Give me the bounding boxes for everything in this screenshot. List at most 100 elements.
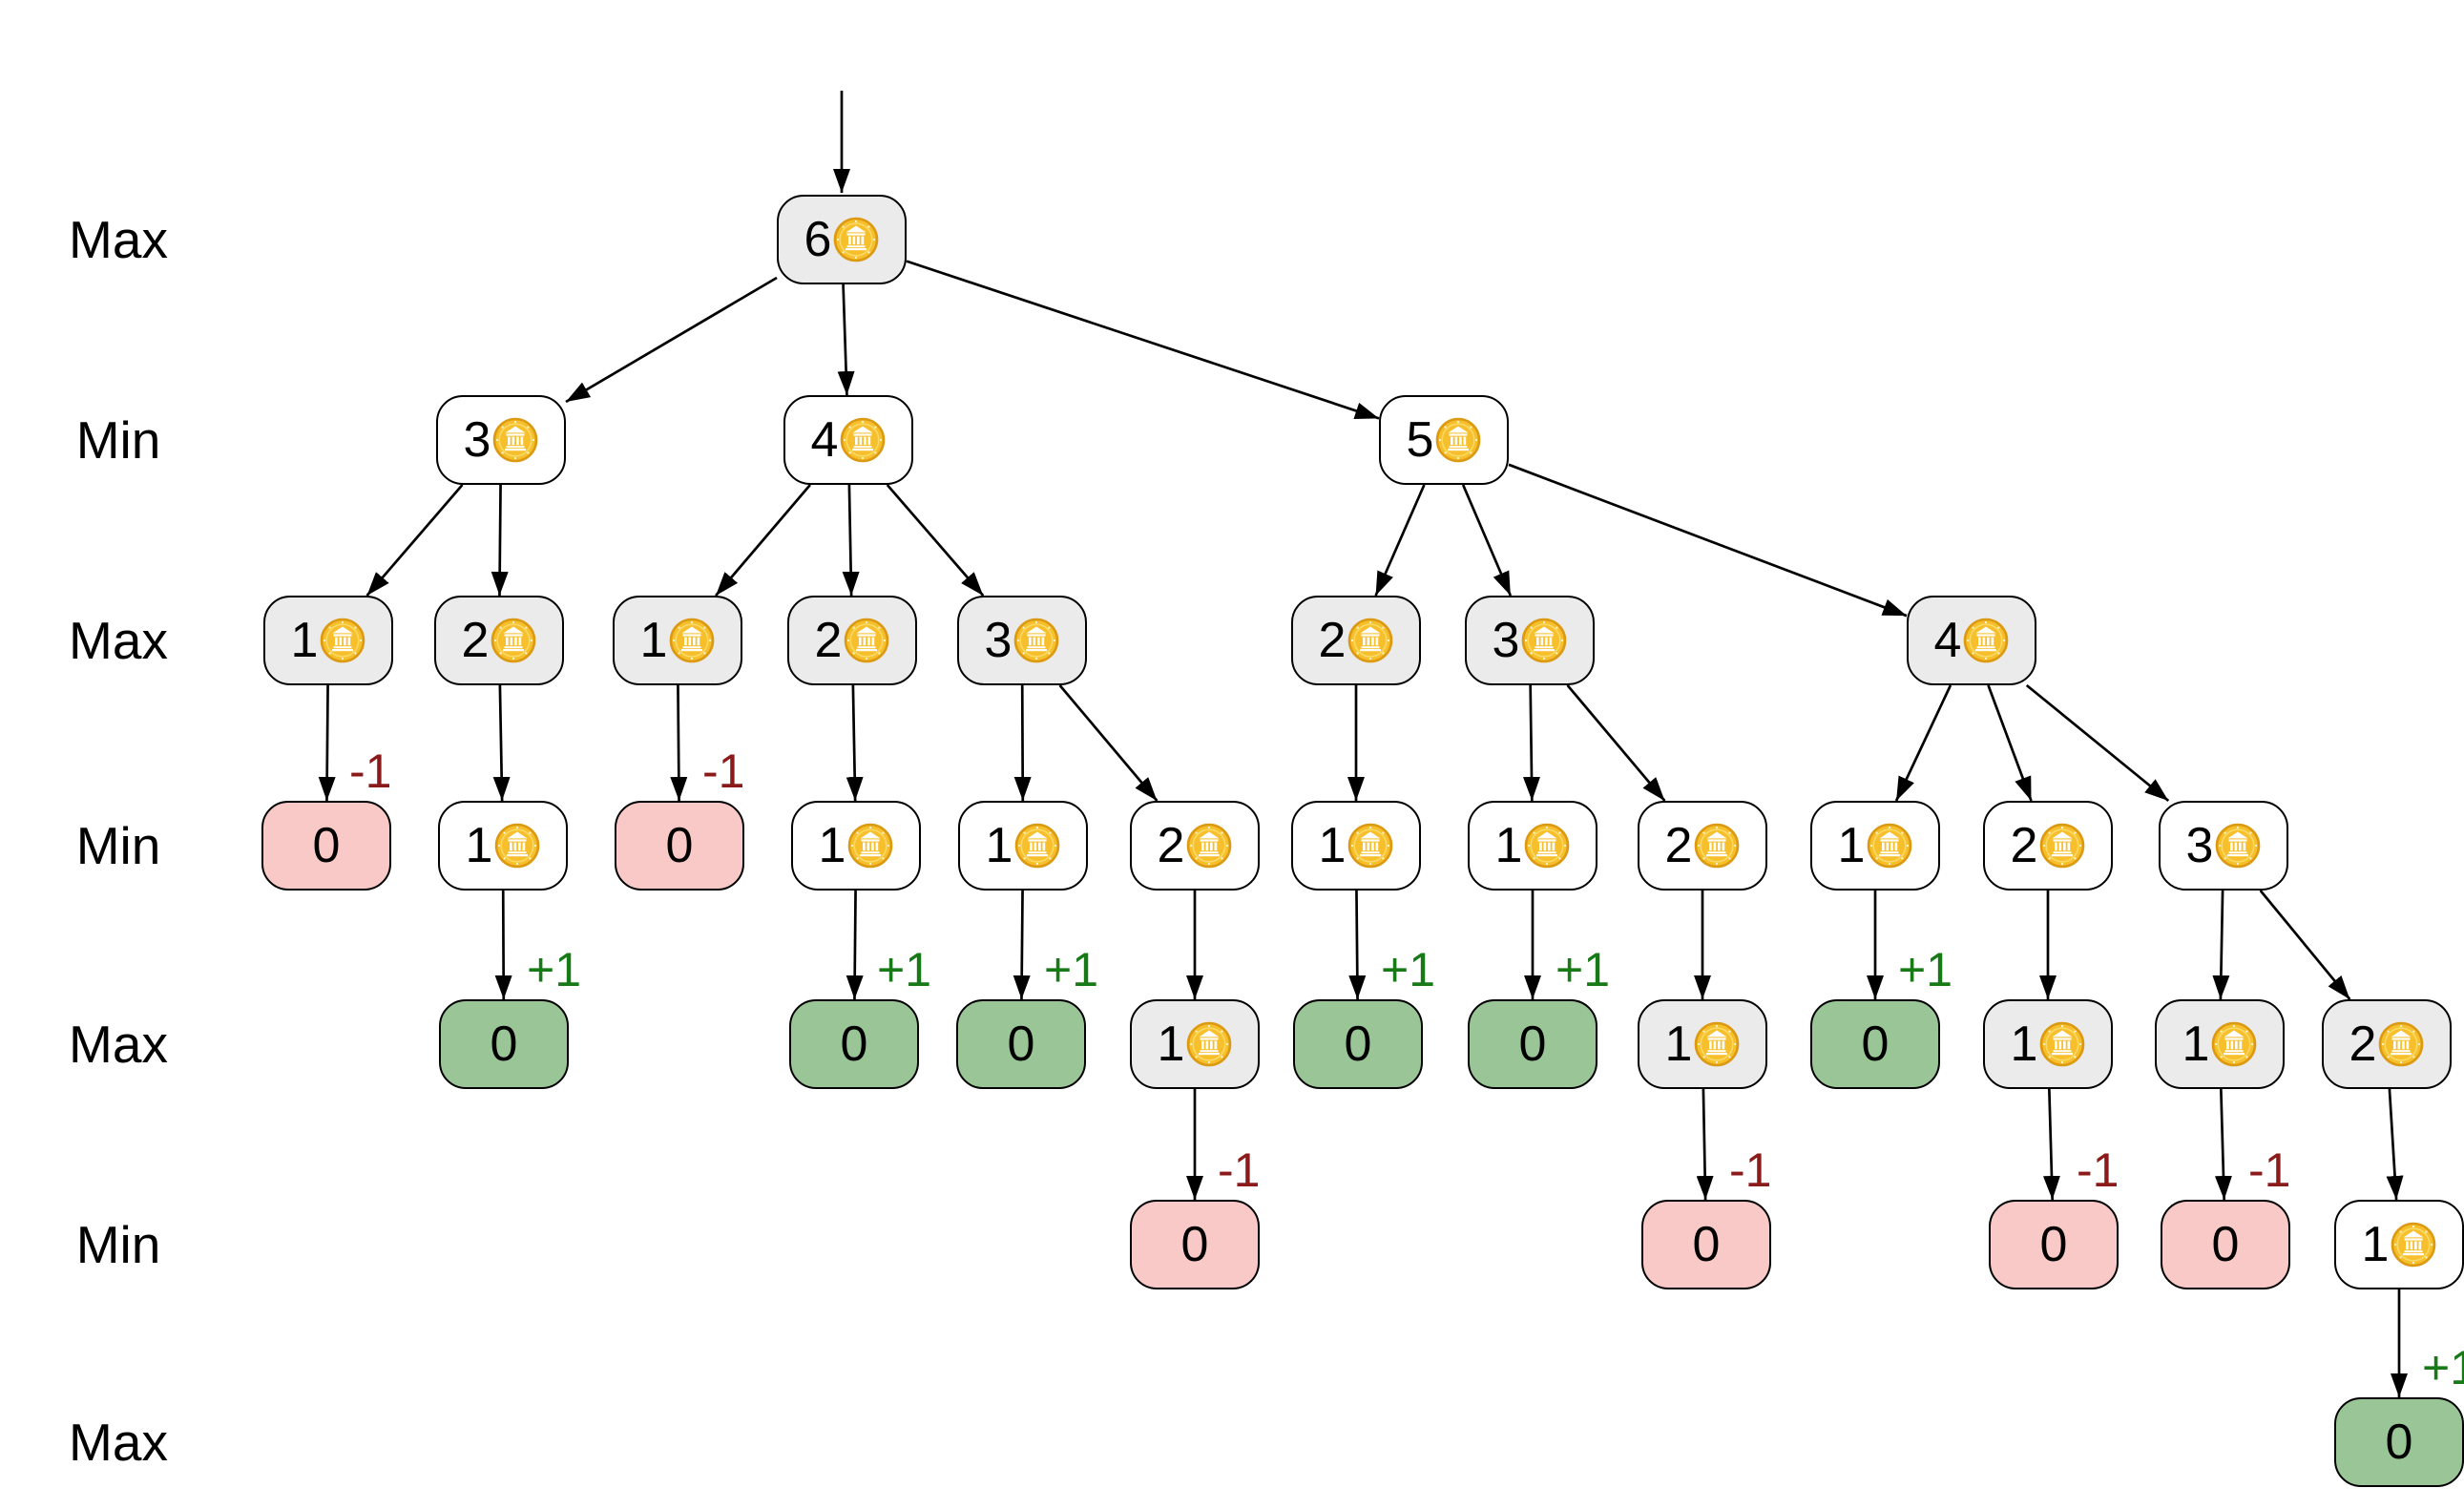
edge-annotation: -1	[2077, 1143, 2119, 1197]
tree-node-b6: 2	[1291, 596, 1421, 685]
tree-node-d9: 1	[1983, 999, 2113, 1089]
node-value: 4	[1933, 613, 1962, 668]
edge-annotation: +1	[527, 943, 582, 996]
tree-node-b3: 1	[613, 596, 742, 685]
tree-edge	[1461, 484, 1513, 597]
node-value: 1	[1837, 818, 1866, 873]
edge-annotation: -1	[2248, 1143, 2291, 1197]
edge-annotation: +1	[2422, 1341, 2464, 1394]
tree-edge	[1058, 684, 1159, 802]
tree-node-c1: 0	[261, 801, 391, 891]
node-value: 2	[2349, 1016, 2377, 1072]
coin-icon	[2216, 823, 2261, 869]
node-value: 3	[1492, 613, 1520, 668]
tree-edge	[1522, 684, 1540, 802]
edge-annotation: -1	[1729, 1143, 1772, 1197]
coin-icon	[495, 823, 540, 869]
tree-node-e4: 0	[2161, 1200, 2290, 1289]
tree-node-c3: 0	[615, 801, 744, 891]
tree-edge	[492, 684, 511, 802]
node-value: 1	[2010, 1016, 2038, 1072]
tree-node-c8: 1	[1468, 801, 1597, 891]
tree-edge	[670, 684, 688, 802]
node-value: 0	[1007, 1016, 1035, 1072]
node-value: 0	[1344, 1016, 1372, 1072]
node-value: 0	[2385, 1415, 2413, 1470]
coin-icon	[1014, 618, 1059, 663]
node-value: 2	[1318, 613, 1347, 668]
tree-edge	[906, 260, 1380, 420]
tree-edge	[2214, 1088, 2232, 1201]
tree-edge	[365, 484, 464, 597]
tree-node-d6: 0	[1468, 999, 1597, 1089]
tree-node-c9: 2	[1638, 801, 1767, 891]
node-value: 3	[463, 412, 491, 468]
node-value: 0	[2039, 1217, 2068, 1272]
tree-edge	[2042, 1088, 2060, 1201]
node-value: 0	[312, 818, 341, 873]
row-label-min-5: Min	[75, 1215, 161, 1274]
tree-edge	[1013, 684, 1032, 802]
edge-annotation: -1	[702, 744, 745, 798]
node-value: 2	[814, 613, 843, 668]
node-value: 0	[1692, 1217, 1721, 1272]
edge-group	[318, 91, 2408, 1397]
tree-node-c2: 1	[438, 801, 568, 891]
tree-node-b4: 2	[787, 596, 917, 685]
node-value: 0	[840, 1016, 868, 1072]
tree-node-d3: 0	[956, 999, 1086, 1089]
edge-annotation: +1	[1556, 943, 1611, 996]
tree-node-b1: 1	[263, 596, 393, 685]
coin-icon	[848, 823, 893, 869]
tree-node-d8: 0	[1810, 999, 1940, 1089]
coin-icon	[1695, 823, 1740, 869]
tree-edge	[2386, 1088, 2404, 1201]
node-value: 2	[1664, 818, 1693, 873]
node-value: 3	[2185, 818, 2214, 873]
node-value: 6	[804, 212, 832, 267]
edge-annotation: +1	[877, 943, 932, 996]
tree-edge	[2025, 683, 2170, 803]
tree-node-d7: 1	[1638, 999, 1767, 1089]
coin-icon	[1187, 1021, 1232, 1067]
tree-node-d4: 1	[1130, 999, 1260, 1089]
tree-edge	[1374, 484, 1426, 597]
tree-node-f1: 0	[2334, 1397, 2464, 1487]
node-value: 0	[665, 818, 694, 873]
node-value: 1	[818, 818, 846, 873]
coin-icon	[1348, 618, 1393, 663]
edge-annotation: +1	[1044, 943, 1099, 996]
tree-edge	[715, 484, 811, 597]
edge-annotation: -1	[1218, 1143, 1261, 1197]
tree-node-c4: 1	[791, 801, 921, 891]
tree-edge	[491, 484, 509, 597]
coin-icon	[1695, 1021, 1740, 1067]
row-label-min-1: Min	[75, 410, 161, 470]
row-label-max-6: Max	[69, 1413, 168, 1472]
node-value: 4	[810, 412, 839, 468]
coin-icon	[1964, 618, 2009, 663]
node-value: 0	[490, 1016, 518, 1072]
tree-edge	[886, 484, 985, 597]
tree-node-c11: 2	[1983, 801, 2113, 891]
coin-icon	[491, 618, 536, 663]
node-value: 1	[290, 613, 319, 668]
tree-node-b2: 2	[434, 596, 564, 685]
tree-edge	[494, 890, 512, 1000]
tree-edge	[842, 484, 860, 597]
tree-edge	[318, 684, 336, 802]
tree-node-a1: 3	[436, 395, 566, 485]
tree-node-r: 6	[777, 195, 907, 284]
node-value: 0	[1518, 1016, 1547, 1072]
tree-edge	[1566, 684, 1666, 802]
tree-node-c7: 1	[1291, 801, 1421, 891]
tree-node-b7: 3	[1465, 596, 1595, 685]
coin-icon	[834, 217, 879, 262]
coin-icon	[2379, 1021, 2424, 1067]
node-value: 1	[985, 818, 1013, 873]
coin-icon	[1187, 823, 1232, 869]
coin-icon	[1015, 823, 1060, 869]
tree-node-e2: 0	[1641, 1200, 1771, 1289]
node-value: 1	[2361, 1217, 2390, 1272]
